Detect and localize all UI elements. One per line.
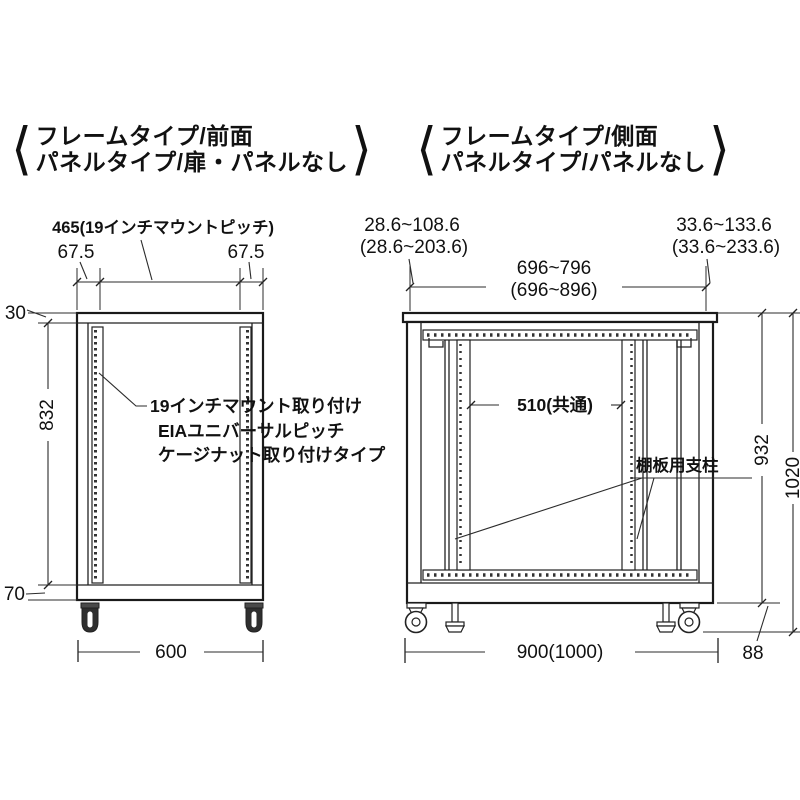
side-dim-inner-depth-label: 696~796 bbox=[517, 258, 592, 279]
front-annotation: 19インチマウント取り付け EIAユニバーサルピッチ ケージナット取り付けタイプ bbox=[98, 372, 386, 465]
front-view-title-line1: フレームタイプ/前面 bbox=[35, 123, 254, 149]
angle-bracket-open: ⟨ bbox=[416, 117, 438, 181]
front-dim-top-frame-label: 30 bbox=[5, 303, 26, 324]
side-rear-eia-rail bbox=[642, 340, 682, 570]
side-dim-overall-height-label: 1020 bbox=[783, 457, 800, 499]
front-view-title: ⟨ フレームタイプ/前面 パネルタイプ/扉・パネルなし ⟩ bbox=[8, 117, 376, 181]
side-leveler-left bbox=[445, 602, 465, 633]
side-dim-rear-rail-offset-label: 33.6~133.6 bbox=[676, 215, 772, 236]
side-dim-shelf-pitch-label: 510(共通) bbox=[517, 395, 593, 415]
side-dim-front-rail-offset-label: 28.6~108.6 bbox=[364, 215, 460, 236]
side-dim-front-rail-offset-alt-label: (28.6~203.6) bbox=[360, 237, 468, 258]
front-view-diagram: 465(19インチマウントピッチ) 67.5 67.5 30 832 70 bbox=[4, 218, 386, 663]
side-dim-right-side: 932 1020 88 bbox=[703, 308, 800, 664]
side-dim-rear-rail-offset-alt-label: (33.6~233.6) bbox=[672, 237, 780, 258]
front-caster-left bbox=[80, 602, 100, 633]
side-view-title-line2: パネルタイプ/パネルなし bbox=[440, 148, 706, 175]
side-annotation-shelf-post-label: 棚板用支柱 bbox=[636, 455, 719, 475]
side-view-title-line1: フレームタイプ/側面 bbox=[440, 123, 659, 149]
front-view-title-line2: パネルタイプ/扉・パネルなし bbox=[35, 148, 348, 175]
front-dim-bottom: 600 bbox=[77, 640, 264, 663]
side-caster-right bbox=[677, 602, 701, 634]
side-dim-inner-depth-alt-label: (696~896) bbox=[510, 280, 597, 301]
side-top-panel bbox=[401, 311, 719, 324]
side-shelf-post-right bbox=[621, 339, 636, 571]
side-dim-shelf-pitch: 510(共通) bbox=[466, 395, 626, 415]
side-front-eia-rail bbox=[444, 340, 450, 570]
front-dim-left-side: 30 832 70 bbox=[4, 303, 77, 605]
side-view-title: ⟨ フレームタイプ/側面 パネルタイプ/パネルなし ⟩ bbox=[413, 117, 734, 181]
front-annotation-line1: 19インチマウント取り付け bbox=[150, 396, 362, 416]
side-leveler-right bbox=[656, 602, 676, 633]
front-frame-outline bbox=[75, 311, 265, 602]
side-view-title-lines: フレームタイプ/側面 パネルタイプ/パネルなし bbox=[440, 123, 706, 176]
angle-bracket-close: ⟩ bbox=[350, 117, 373, 181]
side-dim-bottom: 900(1000) bbox=[404, 638, 719, 663]
side-dim-depth-label: 900(1000) bbox=[517, 642, 604, 663]
front-mount-rail-right bbox=[239, 326, 252, 584]
angle-bracket-open: ⟨ bbox=[11, 117, 33, 181]
side-dim-caster-height-label: 88 bbox=[742, 643, 763, 664]
front-frame bbox=[75, 311, 265, 602]
front-mount-rail-left bbox=[91, 326, 104, 584]
side-caster-left bbox=[404, 602, 428, 634]
front-annotation-line2: EIAユニバーサルピッチ bbox=[158, 421, 344, 441]
side-annotation-shelf-post: 棚板用支柱 bbox=[454, 455, 752, 540]
front-dim-top: 465(19インチマウントピッチ) 67.5 67.5 bbox=[52, 218, 274, 310]
front-dim-width-label: 600 bbox=[155, 642, 187, 663]
side-hook-left bbox=[428, 338, 444, 348]
side-view-diagram: 696~796 (696~896) 28.6~108.6 (28.6~203.6… bbox=[360, 215, 800, 664]
front-view-title-lines: フレームタイプ/前面 パネルタイプ/扉・パネルなし bbox=[35, 123, 348, 176]
side-shelf-post-left bbox=[456, 339, 471, 571]
front-dim-right-margin-label: 67.5 bbox=[228, 242, 265, 263]
side-dim-top: 696~796 (696~896) 28.6~108.6 (28.6~203.6… bbox=[360, 215, 780, 311]
front-caster-right bbox=[244, 602, 264, 633]
front-dim-bottom-frame-label: 70 bbox=[4, 584, 25, 605]
angle-bracket-close: ⟩ bbox=[708, 117, 731, 181]
front-dim-mount-pitch-label: 465(19インチマウントピッチ) bbox=[52, 218, 274, 237]
front-dim-rail-height-label: 832 bbox=[37, 399, 58, 431]
front-dim-left-margin-label: 67.5 bbox=[58, 242, 95, 263]
front-annotation-line3: ケージナット取り付けタイプ bbox=[158, 445, 386, 465]
side-dim-frame-height-label: 932 bbox=[752, 434, 773, 466]
